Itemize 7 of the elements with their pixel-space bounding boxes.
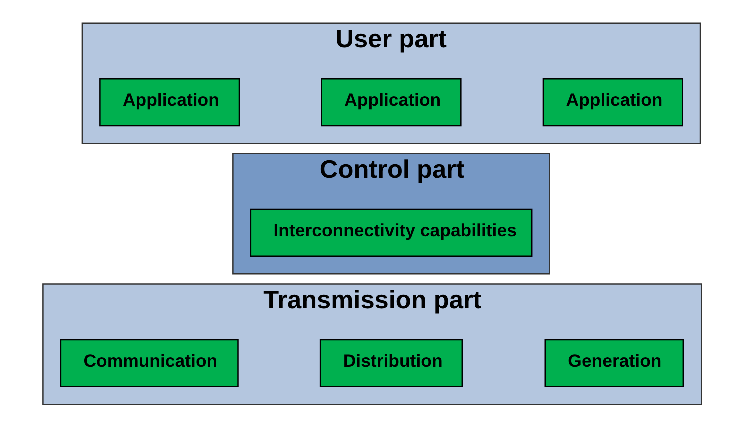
- node-box: Generation: [544, 339, 684, 388]
- node-box: Communication: [60, 339, 238, 388]
- node-box: Distribution: [319, 339, 463, 388]
- node-box: Interconnectivity capabilities: [250, 208, 532, 258]
- node-box: Application: [542, 78, 683, 127]
- node-box: Application: [320, 78, 462, 127]
- node-box: Application: [99, 78, 240, 127]
